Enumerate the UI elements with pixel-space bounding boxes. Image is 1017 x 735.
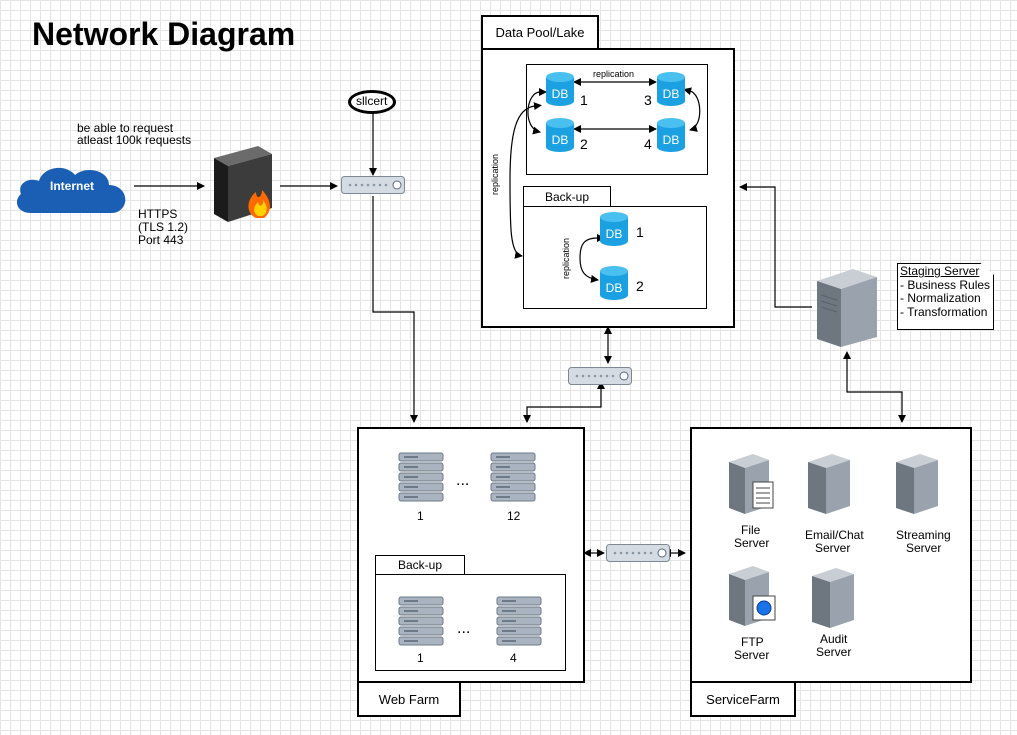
request-note-line2: atleast 100k requests: [77, 133, 192, 147]
database-icon-3[interactable]: DB: [657, 72, 685, 106]
staging-item-2: - Normalization: [900, 291, 981, 305]
db-text-2: DB: [552, 133, 569, 147]
db-number-1: 1: [580, 92, 588, 108]
staging-item-3: - Transformation: [900, 305, 988, 319]
staging-title: Staging Server: [900, 264, 980, 278]
staging-item-1: - Business Rules: [900, 278, 991, 292]
file-server-label-2: Server: [734, 536, 770, 550]
cloud-icon[interactable]: [13, 163, 131, 215]
staging-note[interactable]: [897, 263, 994, 330]
backup-database-icon-2[interactable]: DB: [600, 266, 628, 300]
email-server-label-2: Server: [815, 541, 851, 555]
firewall-icon[interactable]: [208, 146, 280, 224]
email-server-label-1: Email/Chat: [805, 528, 864, 542]
database-icon-4[interactable]: DB: [657, 118, 685, 152]
web-server-last: 12: [507, 509, 521, 523]
https-line1: HTTPS: [138, 207, 178, 221]
request-note-line1: be able to request: [77, 121, 174, 135]
backup-web-last: 4: [510, 651, 517, 665]
db-number-3: 3: [644, 92, 652, 108]
backup-web-ellipsis: ...: [457, 620, 471, 637]
streaming-server-label-1: Streaming: [896, 528, 951, 542]
web-farm-title: Web Farm: [357, 681, 461, 717]
db-number-2: 2: [580, 136, 588, 152]
backup-rack-server-icon-4[interactable]: [496, 596, 542, 648]
ftp-server-icon[interactable]: [727, 564, 779, 630]
db-backup-title: Back-up: [523, 186, 611, 207]
db-text-b2: DB: [606, 281, 623, 295]
internet-label: Internet: [50, 179, 95, 193]
data-pool-router-icon[interactable]: [568, 367, 632, 385]
service-farm-title: ServiceFarm: [690, 681, 796, 717]
page-title: Network Diagram: [32, 16, 296, 52]
db-number-4: 4: [644, 136, 652, 152]
ftp-server-label-2: Server: [734, 648, 770, 662]
https-line2: (TLS 1.2): [138, 220, 189, 234]
data-pool-title: Data Pool/Lake: [481, 15, 599, 50]
database-icon-2[interactable]: DB: [546, 118, 574, 152]
backup-web-first: 1: [417, 651, 424, 665]
database-icon-1[interactable]: DB: [546, 72, 574, 106]
streaming-server-label-2: Server: [906, 541, 942, 555]
web-server-first: 1: [417, 509, 424, 523]
audit-server-label-2: Server: [816, 645, 852, 659]
backup-database-icon-1[interactable]: DB: [600, 212, 628, 246]
audit-server-icon[interactable]: [810, 566, 858, 632]
email-chat-server-icon[interactable]: [806, 452, 854, 518]
backup-rack-server-icon-1[interactable]: [398, 596, 444, 648]
web-backup-title: Back-up: [375, 555, 465, 575]
rack-server-icon-12[interactable]: [490, 452, 536, 504]
rack-server-icon-1[interactable]: [398, 452, 444, 504]
streaming-server-icon[interactable]: [894, 452, 942, 518]
web-server-ellipsis: ...: [456, 472, 470, 489]
farm-link-router-icon[interactable]: [606, 544, 670, 562]
replication-label-top: replication: [593, 69, 635, 79]
backup-db-number-2: 2: [636, 278, 644, 294]
db-text-1: DB: [552, 87, 569, 101]
replication-label-backup: replication: [561, 237, 572, 280]
ssl-cert-label: sllcert: [356, 94, 388, 108]
ssl-cert-node[interactable]: [348, 90, 396, 114]
file-server-label-1: File: [741, 523, 761, 537]
backup-db-number-1: 1: [636, 224, 644, 240]
replication-label-side: replication: [490, 153, 501, 196]
db-text-3: DB: [663, 87, 680, 101]
https-line3: Port 443: [138, 233, 184, 247]
staging-server-icon[interactable]: [813, 265, 881, 349]
audit-server-label-1: Audit: [820, 632, 848, 646]
gateway-router-icon[interactable]: [341, 176, 405, 194]
db-text-b1: DB: [606, 227, 623, 241]
db-text-4: DB: [663, 133, 680, 147]
ftp-server-label-1: FTP: [741, 635, 764, 649]
file-server-icon[interactable]: [727, 452, 777, 518]
